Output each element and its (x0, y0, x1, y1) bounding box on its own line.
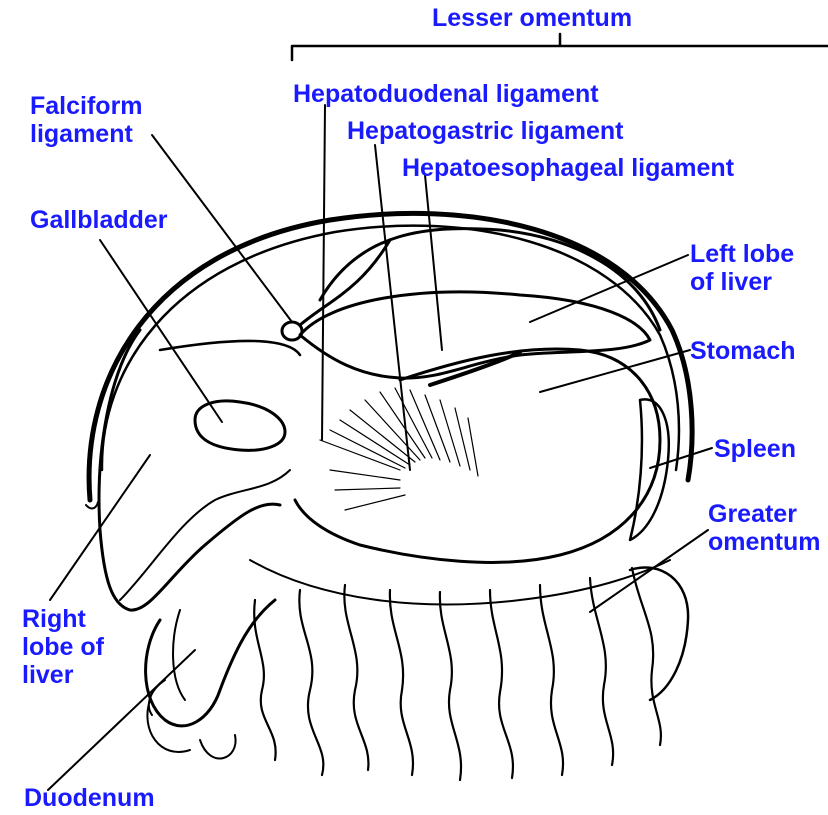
label-greater-omentum-line-1: Greater (708, 500, 821, 528)
right-lobe-ridge (120, 470, 290, 600)
label-greater-omentum-line-2: omentum (708, 528, 821, 556)
greater-omentum-right-mass (630, 567, 688, 700)
label-falciform-line-2: ligament (30, 120, 143, 148)
label-left-lobe-line-1: Left lobe (690, 240, 794, 268)
label-gallbladder: Gallbladder (30, 206, 168, 234)
label-greater-omentum: Greater omentum (708, 500, 821, 556)
leader-falciform (152, 135, 292, 322)
left-lobe-outline (300, 292, 650, 378)
gallbladder-outline (195, 401, 285, 450)
label-left-lobe-of-liver: Left lobe of liver (690, 240, 794, 296)
label-hepatoesophageal-ligament: Hepatoesophageal ligament (402, 154, 734, 182)
label-falciform-ligament: Falciform ligament (30, 92, 143, 148)
leader-greater-omentum (590, 530, 708, 612)
diaphragm-outer (89, 213, 692, 500)
stomach-outline (295, 349, 660, 562)
falciform-fold (300, 240, 390, 325)
label-falciform-line-1: Falciform (30, 92, 143, 120)
right-lobe-inner (160, 341, 300, 355)
label-stomach: Stomach (690, 337, 796, 365)
label-right-lobe-line-3: liver (22, 661, 104, 689)
greater-omentum-folds (254, 568, 661, 780)
label-right-lobe-of-liver: Right lobe of liver (22, 605, 104, 689)
label-right-lobe-line-1: Right (22, 605, 104, 633)
greater-omentum-edge (250, 560, 670, 604)
label-lesser-omentum: Lesser omentum (432, 4, 632, 32)
label-spleen: Spleen (714, 435, 796, 463)
duodenum-loops (147, 680, 235, 759)
label-duodenum: Duodenum (24, 784, 155, 812)
spleen-outline (630, 399, 669, 540)
duodenum-inner (173, 610, 185, 700)
stomach-curvature (430, 352, 520, 385)
duodenum-outline (146, 600, 275, 726)
leader-stomach (540, 350, 690, 392)
lesser-omentum-fan (320, 388, 478, 510)
leader-hepatoduodenal (322, 105, 325, 440)
leader-hepatogastric (375, 145, 410, 470)
label-hepatoduodenal-ligament: Hepatoduodenal ligament (293, 80, 599, 108)
lesser-omentum-bracket (292, 34, 828, 60)
label-right-lobe-line-2: lobe of (22, 633, 104, 661)
leader-hepatoesophageal (425, 175, 442, 350)
label-hepatogastric-ligament: Hepatogastric ligament (347, 117, 623, 145)
diaphragm-edge (86, 502, 98, 508)
diaphragm-inner (102, 226, 679, 470)
label-left-lobe-line-2: of liver (690, 268, 794, 296)
